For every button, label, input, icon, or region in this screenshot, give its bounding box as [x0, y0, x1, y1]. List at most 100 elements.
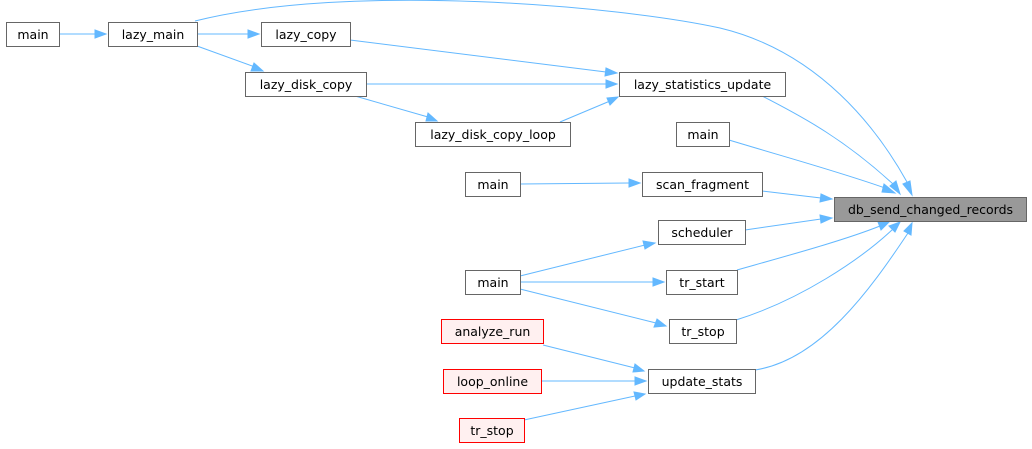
arrowhead-icon — [819, 193, 834, 203]
node-label: main — [477, 275, 508, 290]
node-tr-stop-a[interactable]: tr_stop — [669, 319, 737, 344]
node-label: tr_stop — [681, 324, 724, 339]
node-lazy-main[interactable]: lazy_main — [108, 22, 198, 47]
node-main-a[interactable]: main — [6, 22, 60, 47]
node-lazy-disk-copy-loop[interactable]: lazy_disk_copy_loop — [415, 122, 571, 147]
edge-line — [761, 190, 822, 199]
node-loop-online: loop_online — [443, 369, 542, 394]
arrowhead-icon — [632, 363, 646, 373]
edge-line — [349, 39, 607, 73]
edge-loop_online-to-update_stats — [541, 376, 648, 386]
node-lazy-copy[interactable]: lazy_copy — [261, 22, 351, 47]
arrowhead-icon — [903, 221, 913, 236]
arrowhead-icon — [881, 183, 897, 194]
edge-scheduler-to-db_send_changed_records — [744, 214, 834, 231]
edge-lazy_statistics_update-to-db_send_changed_records — [761, 95, 901, 196]
node-label: lazy_main — [122, 27, 185, 42]
node-tr-stop-b: tr_stop — [459, 418, 525, 443]
node-label: main — [17, 27, 48, 42]
edge-lazy_disk_copy-to-lazy_disk_copy_loop — [354, 95, 439, 122]
node-label: analyze_run — [455, 324, 531, 339]
node-box — [245, 72, 367, 97]
node-box — [658, 220, 746, 245]
edge-line — [196, 45, 256, 68]
node-main-d[interactable]: main — [465, 270, 521, 295]
node-label: lazy_disk_copy — [260, 77, 353, 92]
edge-analyze_run-to-update_stats — [542, 344, 646, 373]
arrowhead-icon — [642, 240, 657, 250]
edge-line — [519, 244, 646, 277]
node-label: lazy_statistics_update — [634, 77, 772, 92]
arrowhead-icon — [653, 318, 668, 328]
arrowhead-icon — [425, 112, 439, 122]
edge-line — [754, 232, 909, 371]
node-box — [465, 172, 521, 197]
node-lazy-statistics-update[interactable]: lazy_statistics_update — [619, 72, 786, 97]
arrowhead-icon — [889, 180, 901, 196]
edge-tr_start-to-db_send_changed_records — [736, 220, 892, 271]
edge-line — [354, 95, 429, 118]
arrowhead-icon — [250, 62, 265, 72]
node-box — [619, 72, 786, 97]
node-label: db_send_changed_records — [848, 202, 1013, 217]
arrowhead-icon — [247, 29, 261, 39]
node-label: scheduler — [671, 225, 733, 240]
node-scan-fragment[interactable]: scan_fragment — [642, 172, 763, 197]
edge-update_stats-to-db_send_changed_records — [754, 221, 913, 371]
arrowhead-icon — [606, 96, 620, 106]
edge-line — [523, 395, 636, 421]
edge-scan_fragment-to-db_send_changed_records — [761, 190, 834, 203]
edge-main_c-to-scan_fragment — [519, 178, 642, 188]
node-box — [108, 22, 198, 47]
edges-layer — [59, 0, 913, 421]
node-box — [834, 197, 1027, 222]
edge-main_d-to-scheduler — [519, 240, 657, 277]
edge-lazy_main-to-db_send_changed_records — [194, 0, 913, 197]
arrowhead-icon — [634, 376, 648, 386]
node-tr-start[interactable]: tr_start — [666, 270, 738, 295]
edge-line — [559, 100, 611, 123]
edge-main_d-to-tr_stop_a — [519, 288, 668, 328]
node-db-send-changed-records[interactable]: db_send_changed_records — [834, 197, 1027, 222]
node-scheduler[interactable]: scheduler — [658, 220, 746, 245]
edge-lazy_disk_copy-to-lazy_statistics_update — [366, 79, 619, 89]
node-main-c[interactable]: main — [465, 172, 521, 197]
edge-line — [194, 0, 908, 183]
node-label: update_stats — [662, 374, 743, 389]
edge-tr_stop_a-to-db_send_changed_records — [735, 221, 902, 321]
node-main-b[interactable]: main — [676, 122, 730, 147]
edge-line — [542, 344, 636, 369]
arrowhead-icon — [877, 220, 892, 231]
edge-lazy_main-to-lazy_disk_copy — [196, 45, 265, 72]
arrowhead-icon — [819, 214, 834, 224]
node-box — [441, 319, 544, 344]
node-box — [676, 122, 730, 147]
node-box — [669, 319, 737, 344]
node-lazy-disk-copy[interactable]: lazy_disk_copy — [245, 72, 367, 97]
arrowhead-icon — [652, 277, 666, 287]
edge-line — [744, 218, 822, 231]
arrowhead-icon — [628, 178, 642, 188]
edge-line — [761, 95, 894, 185]
arrowhead-icon — [605, 79, 619, 89]
edge-main_b-to-db_send_changed_records — [728, 139, 897, 194]
node-box — [648, 369, 756, 394]
edge-line — [519, 182, 630, 185]
node-box — [6, 22, 60, 47]
edge-line — [735, 228, 894, 321]
node-box — [415, 122, 571, 147]
node-update-stats[interactable]: update_stats — [648, 369, 756, 394]
arrowhead-icon — [633, 391, 647, 401]
node-label: main — [477, 177, 508, 192]
node-box — [459, 418, 525, 443]
node-label: lazy_copy — [275, 27, 337, 42]
arrowhead-icon — [604, 67, 619, 77]
node-box — [666, 270, 738, 295]
node-label: main — [687, 127, 718, 142]
edge-lazy_disk_copy_loop-to-lazy_statistics_update — [559, 96, 620, 123]
arrowhead-icon — [902, 180, 913, 197]
node-box — [443, 369, 542, 394]
node-box — [465, 270, 521, 295]
